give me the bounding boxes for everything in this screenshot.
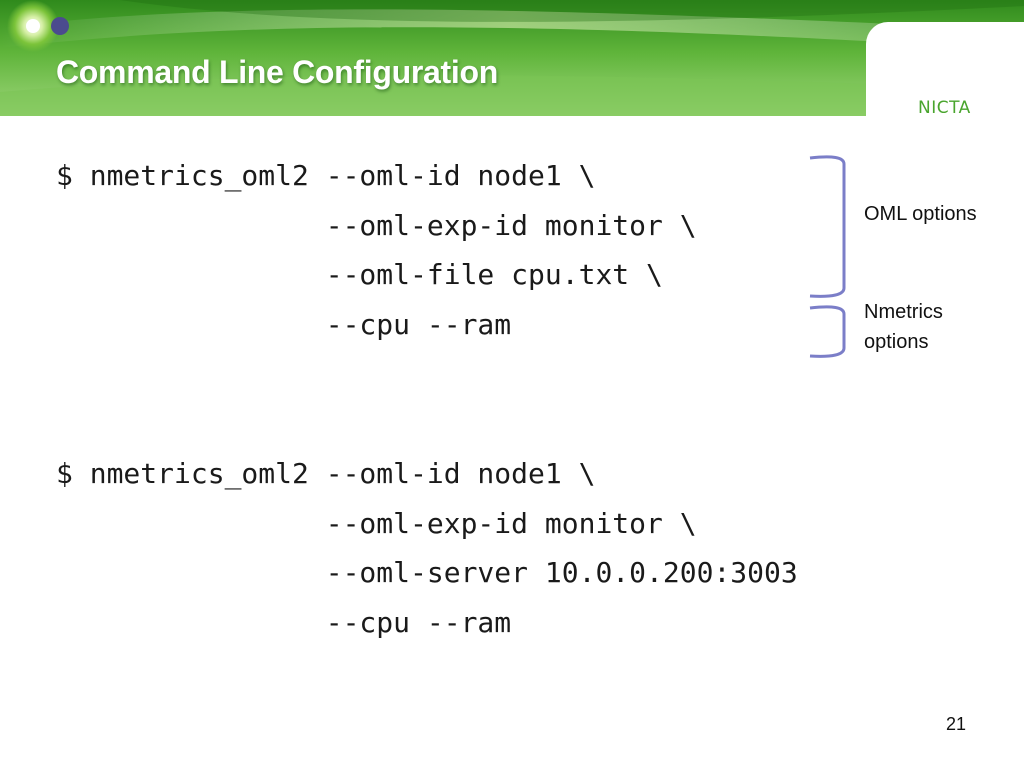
nmetrics-options-label: Nmetrics options — [864, 301, 943, 353]
logo-text: NICTA — [918, 98, 971, 116]
code-block-oml-server: $ nmetrics_oml2 --oml-id node1 \ --oml-e… — [56, 457, 798, 640]
logo-panel — [866, 22, 1024, 116]
nicta-logo-icon — [7, 0, 69, 52]
header-background — [0, 0, 1024, 116]
option-brackets — [809, 155, 846, 358]
code-block-oml-file: $ nmetrics_oml2 --oml-id node1 \ --oml-e… — [56, 159, 697, 342]
slide-header: Command Line Configuration NICTA — [0, 0, 1024, 116]
nmetrics-options-bracket — [809, 305, 846, 358]
oml-options-bracket — [809, 155, 846, 298]
oml-options-label: OML options — [864, 203, 977, 225]
slide-title: Command Line Configuration — [56, 54, 498, 90]
page-number: 21 — [946, 714, 967, 734]
